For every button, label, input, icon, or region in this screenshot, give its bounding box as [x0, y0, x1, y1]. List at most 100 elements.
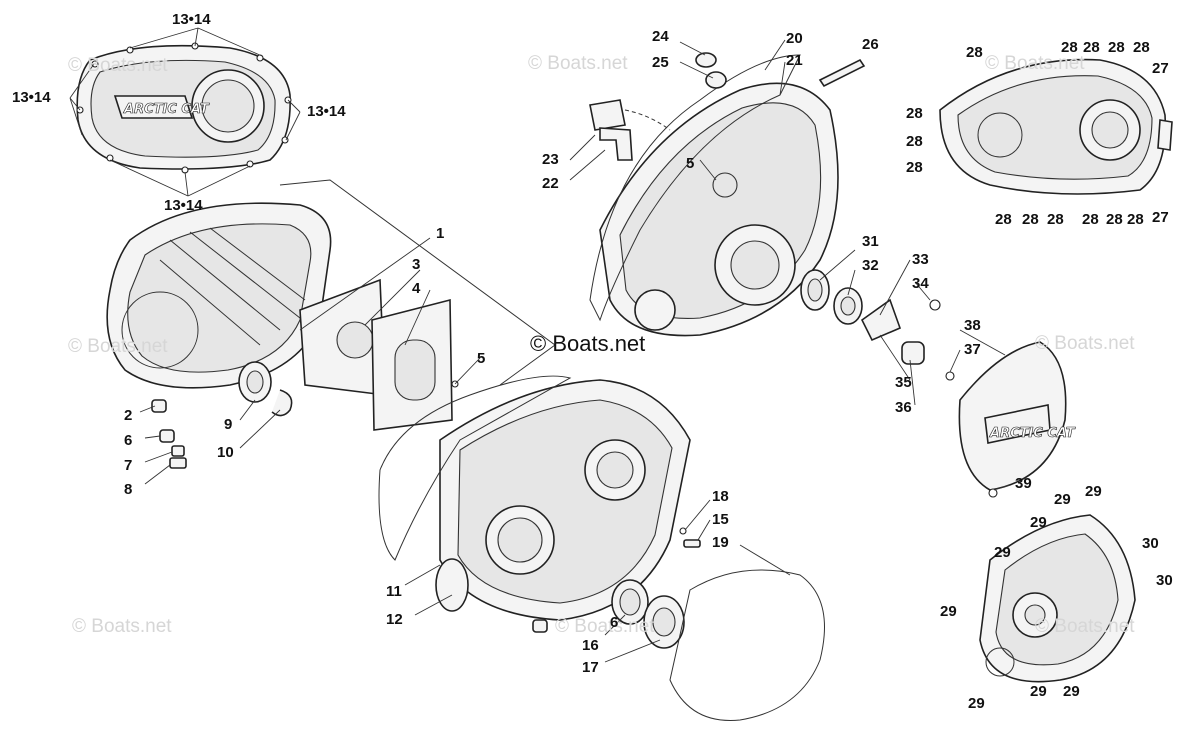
label-29-e: 29	[940, 603, 957, 620]
label-13-14-bottom: 13•14	[164, 197, 203, 214]
label-19: 19	[712, 534, 729, 551]
label-35: 35	[895, 374, 912, 391]
watermark-7: © Boats.net	[555, 616, 655, 637]
label-22: 22	[542, 175, 559, 192]
label-31: 31	[862, 233, 879, 250]
label-27-lower: 27	[1152, 209, 1169, 226]
label-28-b: 28	[1061, 39, 1078, 56]
label-28-j: 28	[1022, 211, 1039, 228]
label-11: 11	[386, 583, 402, 600]
watermark-8: © Boats.net	[1035, 616, 1135, 637]
label-7: 7	[124, 457, 133, 474]
bolts-15-18	[679, 527, 701, 548]
upper-right-case	[939, 58, 1173, 195]
label-28-m: 28	[1127, 211, 1144, 228]
label-28-n: 28	[1106, 211, 1123, 228]
label-30-b: 30	[1156, 572, 1173, 589]
label-34: 34	[912, 275, 929, 292]
seal-and-clip	[238, 361, 293, 417]
label-37: 37	[964, 341, 981, 358]
label-28-f: 28	[906, 105, 923, 122]
label-23: 23	[542, 151, 559, 168]
arctic-cat-emblem-2: ARCTIC CAT	[989, 426, 1076, 441]
label-3: 3	[412, 256, 421, 273]
small-parts-2-6-7-8	[151, 399, 187, 469]
label-13-14-left: 13•14	[12, 89, 51, 106]
watermark-4: © Boats.net	[68, 336, 168, 357]
watermark-5: © Boats.net	[1035, 333, 1135, 354]
lower-right-cover	[979, 514, 1136, 683]
label-29-f: 29	[968, 695, 985, 712]
parts-22-23	[589, 99, 671, 161]
label-17: 17	[582, 659, 599, 676]
label-29-b: 29	[1085, 483, 1102, 500]
label-21: 21	[786, 52, 803, 69]
watermark-6: © Boats.net	[72, 616, 172, 637]
label-27-upper: 27	[1152, 60, 1169, 77]
label-5-upper: 5	[686, 155, 695, 172]
label-33: 33	[912, 251, 929, 268]
label-29-h: 29	[1063, 683, 1080, 700]
bracket-line-1	[279, 179, 556, 386]
label-4: 4	[412, 280, 421, 297]
leader-lines	[139, 39, 1011, 663]
label-30-a: 30	[1142, 535, 1159, 552]
clutch-housing	[106, 202, 332, 389]
dowel-6	[532, 619, 548, 633]
cover-38: ARCTIC CAT	[945, 341, 1076, 498]
label-18: 18	[712, 488, 729, 505]
seals-31-36	[800, 269, 941, 365]
gasket-19	[669, 569, 825, 721]
plate-4	[371, 298, 459, 431]
label-1: 1	[436, 225, 445, 242]
watermark-center: © Boats.net	[530, 331, 646, 356]
label-12: 12	[386, 611, 403, 628]
label-28-a: 28	[966, 44, 983, 61]
label-32: 32	[862, 257, 879, 274]
watermark-3: © Boats.net	[985, 53, 1085, 74]
label-13-14-right: 13•14	[307, 103, 346, 120]
watermark-2: © Boats.net	[528, 53, 628, 74]
leader-lines-13-14	[69, 27, 301, 197]
label-28-i: 28	[995, 211, 1012, 228]
label-25: 25	[652, 54, 669, 71]
label-29-d: 29	[994, 544, 1011, 561]
pin-26	[818, 58, 866, 88]
label-5-left: 5	[477, 350, 486, 367]
label-36: 36	[895, 399, 912, 416]
main-crankcase	[599, 82, 839, 337]
label-9: 9	[224, 416, 233, 433]
lower-case	[435, 379, 691, 621]
arctic-cat-emblem-1: ARCTIC CAT	[123, 102, 210, 117]
label-28-l: 28	[1082, 211, 1099, 228]
label-39: 39	[1015, 475, 1032, 492]
label-28-e: 28	[1133, 39, 1150, 56]
seal-bearing-16-17	[611, 579, 685, 649]
label-6-lower: 6	[610, 614, 619, 631]
label-10: 10	[217, 444, 234, 461]
label-15: 15	[712, 511, 729, 528]
label-24: 24	[652, 28, 669, 45]
label-16: 16	[582, 637, 599, 654]
label-28-g: 28	[906, 133, 923, 150]
gasket-11	[378, 375, 572, 561]
label-20: 20	[786, 30, 803, 47]
label-8: 8	[124, 481, 133, 498]
label-38: 38	[964, 317, 981, 334]
label-29-a: 29	[1054, 491, 1071, 508]
watermark-1: © Boats.net	[68, 55, 168, 76]
plugs-24-25	[695, 52, 727, 89]
label-29-g: 29	[1030, 683, 1047, 700]
label-6-left: 6	[124, 432, 133, 449]
label-13-14-top: 13•14	[172, 11, 211, 28]
label-2: 2	[124, 407, 133, 424]
label-28-c: 28	[1083, 39, 1100, 56]
label-26: 26	[862, 36, 879, 53]
label-28-h: 28	[906, 159, 923, 176]
label-28-d: 28	[1108, 39, 1125, 56]
label-29-c: 29	[1030, 514, 1047, 531]
gasket-20	[589, 54, 801, 322]
outer-clutch-cover: ARCTIC CAT	[76, 42, 292, 174]
label-28-k: 28	[1047, 211, 1064, 228]
